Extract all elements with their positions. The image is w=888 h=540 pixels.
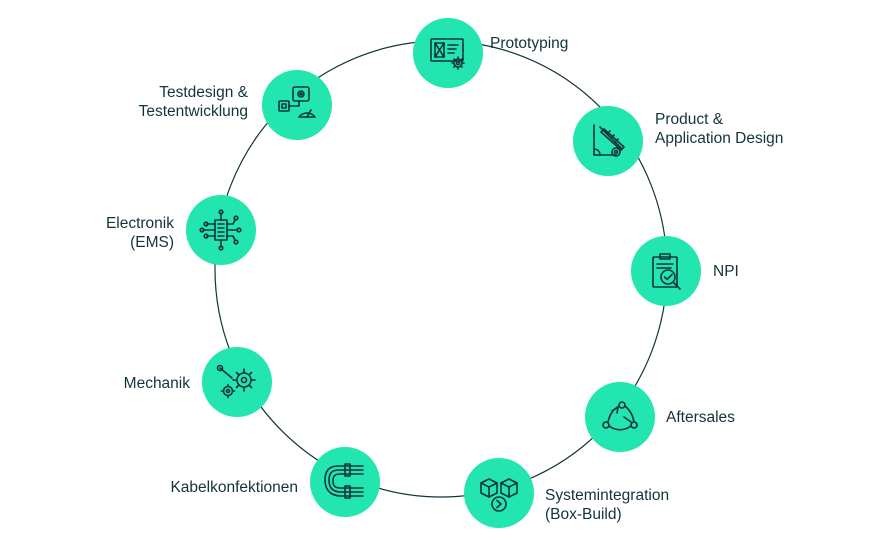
label-npi: NPI (713, 262, 739, 281)
prototype-window-gear-icon (430, 38, 465, 70)
label-line: (Box-Build) (545, 506, 622, 523)
node-electronik (186, 195, 256, 265)
label-product-design: Product & Application Design (655, 110, 783, 148)
label-prototyping: Prototyping (490, 34, 568, 53)
node-systemintegration (464, 458, 534, 528)
label-line: Application Design (655, 130, 784, 147)
label-line: Kabelkonfektionen (170, 479, 298, 496)
label-line: Aftersales (666, 409, 735, 426)
gears-wrench-icon (216, 364, 256, 399)
label-line: Testdesign & (159, 84, 248, 101)
label-electronik: Electronik (EMS) (106, 214, 174, 252)
label-line: Electronik (105, 215, 174, 232)
clipboard-magnifier-check-icon (652, 253, 681, 290)
label-line: Prototyping (490, 35, 569, 52)
node-product-design (573, 106, 643, 176)
label-line: Product & (655, 111, 724, 128)
cable-harness-icon (324, 463, 364, 499)
boxes-arrow-icon (480, 478, 518, 512)
test-device-gauge-icon (278, 86, 316, 118)
cycle-arrows-icon (602, 401, 638, 431)
label-line: Systemintegration (545, 487, 670, 504)
ruler-pencil-gear-icon (593, 124, 625, 157)
node-prototyping (413, 18, 483, 88)
label-systemintegration: Systemintegration (Box-Build) (545, 486, 669, 524)
circuit-chip-icon (199, 209, 242, 251)
label-mechanik: Mechanik (124, 374, 190, 393)
label-line: Testentwicklung (138, 103, 248, 120)
label-line: Mechanik (123, 375, 190, 392)
label-aftersales: Aftersales (666, 408, 735, 427)
label-line: (EMS) (130, 234, 174, 251)
node-aftersales (585, 382, 655, 452)
node-testdesign (262, 70, 332, 140)
node-kabelkonfektionen (310, 447, 380, 517)
label-line: NPI (713, 263, 739, 280)
node-npi (631, 236, 701, 306)
label-kabelkonfektionen: Kabelkonfektionen (170, 478, 298, 497)
label-testdesign: Testdesign & Testentwicklung (139, 83, 248, 121)
node-mechanik (202, 347, 272, 417)
